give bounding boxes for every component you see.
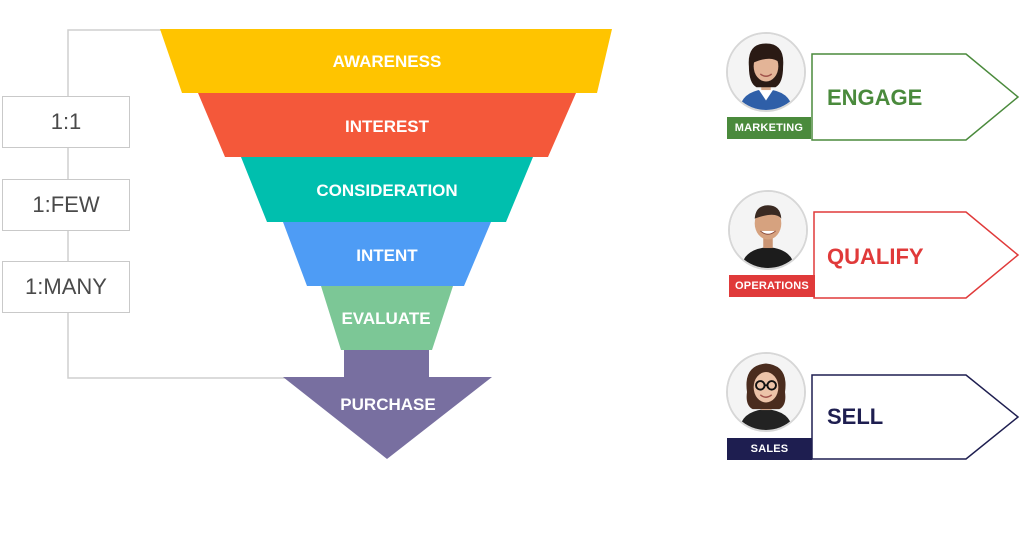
tier-box-one-to-one: 1:1 — [2, 96, 130, 148]
funnel-stage-intent — [283, 222, 491, 286]
tier-label: 1:FEW — [32, 192, 100, 217]
department-tag-marketing: MARKETING — [727, 117, 811, 139]
stage-label-interest: INTEREST — [345, 117, 430, 136]
tier-label: 1:1 — [50, 109, 82, 134]
department-tag-sales: SALES — [727, 438, 812, 460]
sell-arrow-shape — [811, 374, 1020, 460]
woman-avatar-icon — [726, 32, 806, 112]
department-tag-operations: OPERATIONS — [729, 275, 815, 297]
stage-label-awareness: AWARENESS — [333, 52, 442, 71]
stage-label-consideration: CONSIDERATION — [316, 181, 457, 200]
tier-box-one-to-few: 1:FEW — [2, 179, 130, 231]
funnel-purchase-arrow — [283, 350, 492, 459]
funnel-stage-consideration — [241, 157, 533, 222]
engage-arrow-shape — [811, 53, 1020, 141]
department-label: MARKETING — [734, 122, 804, 134]
department-label: SALES — [750, 443, 789, 455]
action-label-sell: SELL — [827, 404, 884, 429]
woman-glasses-avatar-icon — [726, 352, 806, 432]
tier-box-one-to-many: 1:MANY — [2, 261, 130, 313]
stage-label-intent: INTENT — [356, 246, 418, 265]
funnel-stage-evaluate — [321, 286, 453, 350]
department-label: OPERATIONS — [735, 280, 809, 292]
man-avatar-icon — [728, 190, 808, 270]
stage-label-evaluate: EVALUATE — [341, 309, 430, 328]
action-label-engage: ENGAGE — [827, 85, 923, 110]
funnel-stage-awareness — [160, 29, 612, 93]
stage-label-purchase: PURCHASE — [340, 395, 435, 414]
funnel-stage-interest — [198, 93, 576, 157]
action-label-qualify: QUALIFY — [827, 244, 924, 269]
tier-label: 1:MANY — [25, 274, 107, 299]
